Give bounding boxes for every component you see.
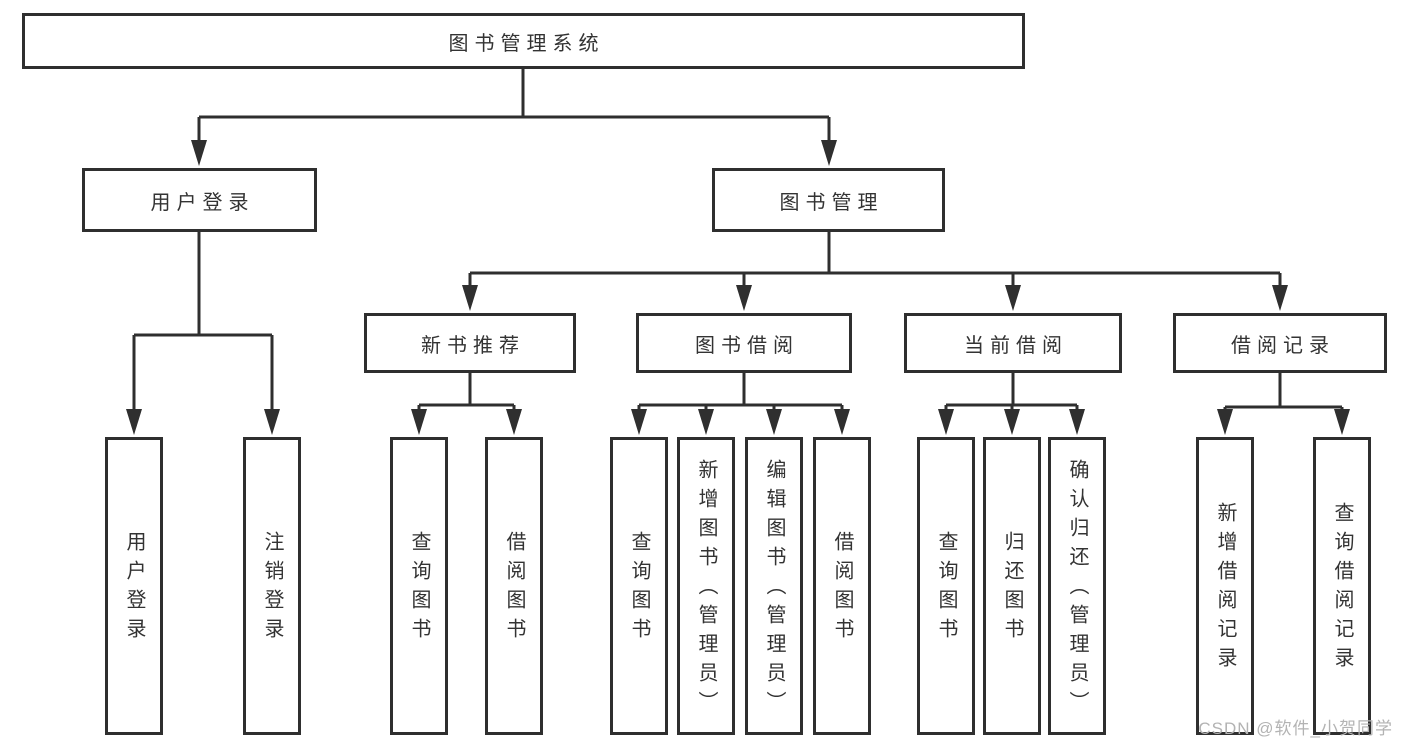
connector-user-login-to-children	[126, 232, 280, 435]
node-label: 图书管理	[779, 191, 884, 214]
node-label: 用户登录	[123, 531, 145, 647]
leaf-logout: 注销登录	[243, 437, 301, 735]
node-label: 新书推荐	[421, 334, 525, 357]
node-new-book-recommend: 新书推荐	[364, 313, 576, 373]
node-label: 图书管理系统	[448, 32, 605, 55]
leaf-query-books-current: 查询图书	[917, 437, 975, 735]
connector-borrow-records-to-children	[1217, 373, 1350, 435]
leaf-borrow-books: 借阅图书	[813, 437, 871, 735]
leaf-query-books-borrow: 查询图书	[610, 437, 668, 735]
node-current-borrow: 当前借阅	[904, 313, 1122, 373]
csdn-watermark: CSDN @软件_小贺同学	[1198, 719, 1393, 738]
node-label: 查询图书	[628, 531, 650, 647]
connector-book-borrow-to-children	[631, 373, 850, 435]
leaf-return-books: 归还图书	[983, 437, 1041, 735]
node-label: 借阅记录	[1231, 334, 1335, 357]
node-library-system: 图书管理系统	[22, 13, 1025, 69]
node-book-management: 图书管理	[712, 168, 945, 232]
node-label: 确认归还（管理员）	[1066, 458, 1088, 720]
node-label: 用户登录	[150, 191, 255, 214]
node-label: 图书借阅	[695, 334, 799, 357]
node-label: 查询借阅记录	[1331, 502, 1353, 676]
node-label: 查询图书	[935, 531, 957, 647]
leaf-edit-books-admin: 编辑图书（管理员）	[745, 437, 803, 735]
node-label: 编辑图书（管理员）	[763, 458, 785, 720]
node-label: 归还图书	[1001, 531, 1023, 647]
node-label: 当前借阅	[964, 334, 1068, 357]
connector-current-borrow-to-children	[938, 373, 1085, 435]
leaf-add-books-admin: 新增图书（管理员）	[677, 437, 735, 735]
connector-root-to-level2	[191, 69, 837, 166]
leaf-user-login: 用户登录	[105, 437, 163, 735]
leaf-borrow-books-recommend: 借阅图书	[485, 437, 543, 735]
node-label: 借阅图书	[831, 531, 853, 647]
connector-new-book-to-children	[411, 373, 522, 435]
node-label: 查询图书	[408, 531, 430, 647]
node-label: 注销登录	[261, 531, 283, 647]
leaf-query-books-recommend: 查询图书	[390, 437, 448, 735]
leaf-add-borrow-record: 新增借阅记录	[1196, 437, 1254, 735]
leaf-query-borrow-record: 查询借阅记录	[1313, 437, 1371, 735]
node-user-login: 用户登录	[82, 168, 317, 232]
node-label: 新增借阅记录	[1214, 502, 1236, 676]
connector-book-mgmt-to-level3	[462, 232, 1288, 311]
node-label: 借阅图书	[503, 531, 525, 647]
node-book-borrow: 图书借阅	[636, 313, 852, 373]
node-label: 新增图书（管理员）	[695, 458, 717, 720]
leaf-confirm-return-admin: 确认归还（管理员）	[1048, 437, 1106, 735]
node-borrow-records: 借阅记录	[1173, 313, 1387, 373]
